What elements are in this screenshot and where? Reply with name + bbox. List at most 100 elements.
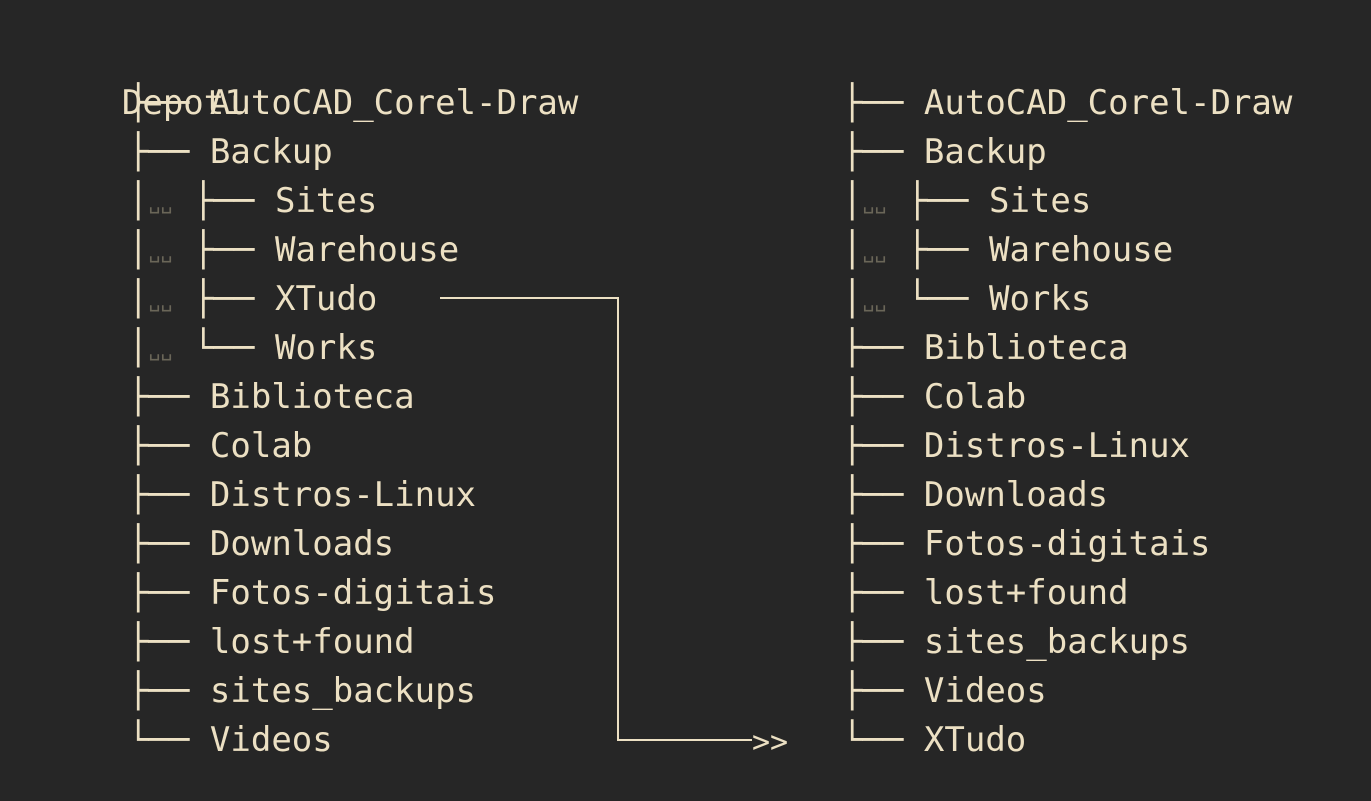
folder-label: lost+found xyxy=(209,622,415,662)
folder-label: AutoCAD_Corel-Draw xyxy=(209,83,579,123)
branch-connector: ├── xyxy=(128,622,190,662)
folder-label: Works xyxy=(274,328,378,368)
branch-connector: ├── xyxy=(128,132,190,172)
left-tree-item: ├── lost+found xyxy=(128,618,415,667)
branch-connector: ├── xyxy=(842,475,904,515)
folder-label: Fotos-digitais xyxy=(209,573,497,613)
indent-space-marker: ␣␣ xyxy=(862,190,887,214)
right-tree-item: ├── AutoCAD_Corel-Draw xyxy=(842,79,1292,128)
right-tree-item: └── XTudo xyxy=(842,716,1026,765)
folder-label: Colab xyxy=(209,426,313,466)
branch-connector: └── xyxy=(193,328,255,368)
left-tree-item: │␣␣ ├── XTudo xyxy=(128,275,377,324)
right-tree-item: ├── Fotos-digitais xyxy=(842,520,1210,569)
folder-label: Fotos-digitais xyxy=(923,524,1211,564)
branch-connector: ├── xyxy=(842,622,904,662)
indent-space-marker: ␣␣ xyxy=(148,190,173,214)
indent-space-marker: ␣␣ xyxy=(862,288,887,312)
branch-connector: ├── xyxy=(842,377,904,417)
left-tree-item: └── Videos xyxy=(128,716,333,765)
vertical-connector: │ xyxy=(842,181,863,221)
indent-space-marker: ␣␣ xyxy=(148,288,173,312)
branch-connector: ├── xyxy=(128,671,190,711)
folder-label: Downloads xyxy=(923,475,1109,515)
root-label: Depot1 xyxy=(40,30,245,123)
folder-label: Videos xyxy=(209,720,333,760)
left-tree-item: ├── sites_backups xyxy=(128,667,476,716)
vertical-connector: │ xyxy=(128,181,149,221)
branch-connector: ├── xyxy=(193,279,255,319)
branch-connector: ├── xyxy=(907,181,969,221)
left-tree-item: │␣␣ └── Works xyxy=(128,324,377,373)
vertical-connector: │ xyxy=(128,230,149,270)
folder-label: Distros-Linux xyxy=(923,426,1191,466)
indent-space-marker: ␣␣ xyxy=(862,239,887,263)
branch-connector: ├── xyxy=(128,377,190,417)
folder-label: AutoCAD_Corel-Draw xyxy=(923,83,1293,123)
branch-connector: ├── xyxy=(193,230,255,270)
right-tree-item: │␣␣ ├── Sites xyxy=(842,177,1091,226)
folder-label: XTudo xyxy=(923,720,1027,760)
branch-connector: └── xyxy=(842,720,904,760)
right-tree-item: ├── Backup xyxy=(842,128,1047,177)
branch-connector: └── xyxy=(128,720,190,760)
left-tree-item: ├── Colab xyxy=(128,422,312,471)
left-tree-item: ├── Fotos-digitais xyxy=(128,569,496,618)
right-tree-item: ├── Videos xyxy=(842,667,1047,716)
folder-label: Warehouse xyxy=(988,230,1174,270)
right-tree-item: ├── Colab xyxy=(842,373,1026,422)
vertical-connector: │ xyxy=(842,279,863,319)
branch-connector: ├── xyxy=(128,475,190,515)
folder-label: Sites xyxy=(274,181,378,221)
branch-connector: ├── xyxy=(193,181,255,221)
branch-connector: ├── xyxy=(842,573,904,613)
right-tree-item: ├── lost+found xyxy=(842,569,1129,618)
folder-label: Backup xyxy=(209,132,333,172)
branch-connector: ├── xyxy=(128,426,190,466)
move-arrow-head: >> xyxy=(752,725,788,760)
left-tree-item: │␣␣ ├── Sites xyxy=(128,177,377,226)
folder-label: Downloads xyxy=(209,524,395,564)
branch-connector: └── xyxy=(907,279,969,319)
right-tree-item: ├── Biblioteca xyxy=(842,324,1129,373)
branch-connector: ├── xyxy=(128,83,190,123)
left-tree-item: ├── Backup xyxy=(128,128,333,177)
right-tree-item: ├── Downloads xyxy=(842,471,1108,520)
folder-label: sites_backups xyxy=(923,622,1191,662)
folder-label: Works xyxy=(988,279,1092,319)
left-tree-item: ├── Biblioteca xyxy=(128,373,415,422)
branch-connector: ├── xyxy=(842,83,904,123)
vertical-connector: │ xyxy=(842,230,863,270)
right-tree-item: ├── Distros-Linux xyxy=(842,422,1190,471)
folder-label: XTudo xyxy=(274,279,378,319)
right-tree-item: │␣␣ └── Works xyxy=(842,275,1091,324)
branch-connector: ├── xyxy=(842,524,904,564)
folder-label: Sites xyxy=(988,181,1092,221)
right-tree-item: │␣␣ ├── Warehouse xyxy=(842,226,1173,275)
branch-connector: ├── xyxy=(842,132,904,172)
folder-label: lost+found xyxy=(923,573,1129,613)
folder-label: Distros-Linux xyxy=(209,475,477,515)
vertical-connector: │ xyxy=(128,328,149,368)
folder-label: sites_backups xyxy=(209,671,477,711)
left-tree-item: │␣␣ ├── Warehouse xyxy=(128,226,459,275)
folder-label: Colab xyxy=(923,377,1027,417)
folder-label: Videos xyxy=(923,671,1047,711)
branch-connector: ├── xyxy=(842,671,904,711)
indent-space-marker: ␣␣ xyxy=(148,337,173,361)
vertical-connector: │ xyxy=(128,279,149,319)
folder-label: Biblioteca xyxy=(209,377,415,417)
root-text: Depot1 xyxy=(121,83,245,123)
branch-connector: ├── xyxy=(128,524,190,564)
left-tree-item: ├── AutoCAD_Corel-Draw xyxy=(128,79,578,128)
branch-connector: ├── xyxy=(842,426,904,466)
branch-connector: ├── xyxy=(907,230,969,270)
folder-label: Biblioteca xyxy=(923,328,1129,368)
right-tree-item: ├── sites_backups xyxy=(842,618,1190,667)
branch-connector: ├── xyxy=(842,328,904,368)
left-tree-item: ├── Downloads xyxy=(128,520,394,569)
folder-label: Warehouse xyxy=(274,230,460,270)
left-tree-item: ├── Distros-Linux xyxy=(128,471,476,520)
branch-connector: ├── xyxy=(128,573,190,613)
